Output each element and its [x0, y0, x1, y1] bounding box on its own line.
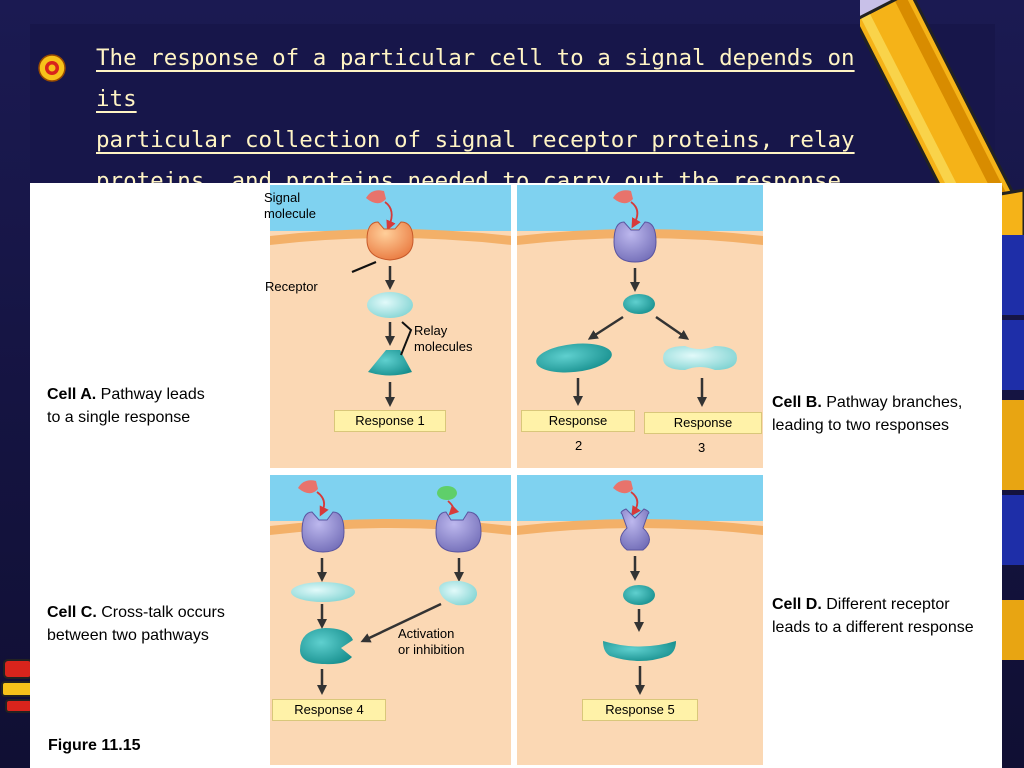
- cell-c-desc-1: Cross-talk occurs: [101, 604, 225, 621]
- cell-d-signal-molecule-icon: [613, 480, 633, 494]
- response-5-box: Response 5: [582, 699, 698, 721]
- response-2-number: 2: [575, 438, 583, 453]
- response-1-box: Response 1: [334, 410, 446, 432]
- cell-a-desc-2: to a single response: [47, 409, 191, 426]
- cell-b-caption: Cell B. Pathway branches, leading to two…: [772, 391, 1000, 437]
- cell-b-receptor-icon: [613, 221, 657, 263]
- relay-bracket-line: [400, 321, 413, 356]
- cell-d-name: Cell D.: [772, 596, 822, 613]
- cell-b-response-protein-2: [536, 343, 612, 373]
- title-panel: [30, 24, 995, 184]
- cell-b-name: Cell B.: [772, 394, 822, 411]
- cell-a-caption: Cell A. Pathway leads to a single respon…: [47, 383, 205, 429]
- cell-b-arrow-right: [655, 315, 690, 340]
- cell-d-signal-arrow: [630, 491, 641, 517]
- response-3-box: Response: [644, 412, 762, 434]
- cell-a-signal-arrow: [384, 201, 396, 231]
- signal-label-line-2: molecule: [264, 206, 317, 221]
- title-line-1: The response of a particular cell to a s…: [96, 45, 855, 112]
- cell-a-relay-molecule-1: [367, 292, 413, 318]
- cell-a-receptor-icon: [366, 221, 414, 261]
- cell-c-signal-arrow-2: [447, 500, 460, 516]
- figure-number: Figure 11.15: [48, 737, 141, 754]
- response-4-box: Response 4: [272, 699, 386, 721]
- cell-c-signal-molecule-1-icon: [298, 480, 318, 494]
- ring-bullet-icon: [38, 54, 66, 82]
- relay-molecules-label: Relay molecules: [414, 323, 473, 355]
- cell-c-receptor-1-icon: [301, 511, 345, 553]
- cell-c-relay-molecule-1: [291, 582, 355, 602]
- cell-a-name: Cell A.: [47, 386, 97, 403]
- cell-a-desc-1: Pathway leads: [100, 386, 205, 403]
- cell-a-signal-molecule-icon: [366, 190, 386, 204]
- cell-d-relay-molecule: [623, 585, 655, 605]
- cell-b-desc-2: leading to two responses: [772, 417, 949, 434]
- cell-c-caption: Cell C. Cross-talk occurs between two pa…: [47, 601, 225, 647]
- relay-label-line-1: Relay: [414, 323, 448, 338]
- title-line-2: particular collection of signal receptor…: [96, 127, 855, 153]
- cell-b-desc-1: Pathway branches,: [826, 394, 963, 411]
- cell-c-name: Cell C.: [47, 604, 97, 621]
- signal-molecule-label: Signal molecule: [264, 190, 316, 222]
- cell-d-desc-1: Different receptor: [826, 596, 950, 613]
- cell-b-arrow-left: [587, 315, 624, 340]
- cell-d-receptor-icon: [620, 508, 650, 551]
- cell-c-receptor-2-icon: [435, 511, 482, 553]
- cell-b-relay-molecule: [623, 294, 655, 314]
- cell-c-signal-arrow-1: [316, 491, 329, 517]
- cell-a-relay-molecule-2: [368, 350, 412, 376]
- activation-label-line-1: Activation: [398, 626, 455, 641]
- cell-d-caption: Cell D. Different receptor leads to a di…: [772, 593, 1000, 639]
- cell-c-target-protein: [300, 628, 353, 665]
- cell-c-desc-2: between two pathways: [47, 627, 209, 644]
- cell-b-signal-arrow: [630, 201, 641, 229]
- signal-label-line-1: Signal: [264, 190, 301, 205]
- activation-label-line-2: or inhibition: [398, 642, 465, 657]
- activation-inhibition-label: Activation or inhibition: [398, 626, 465, 658]
- receptor-pointer-line: [351, 260, 377, 274]
- figure-panel: [30, 183, 1002, 768]
- cell-c-crosstalk-arrow: [360, 602, 442, 643]
- cell-c-signal-molecule-2-icon: [437, 486, 457, 500]
- receptor-label: Receptor: [265, 279, 318, 294]
- relay-label-line-2: molecules: [414, 339, 473, 354]
- cell-b-response-protein-3: [663, 346, 737, 370]
- response-2-box: Response: [521, 410, 635, 432]
- cell-c-relay-molecule-2: [439, 580, 478, 606]
- crayon-decoration-icon: [1, 659, 35, 713]
- cell-b-signal-molecule-icon: [613, 190, 633, 204]
- cell-d-response-protein: [603, 641, 676, 661]
- response-3-number: 3: [698, 440, 706, 455]
- cell-d-desc-2: leads to a different response: [772, 619, 974, 636]
